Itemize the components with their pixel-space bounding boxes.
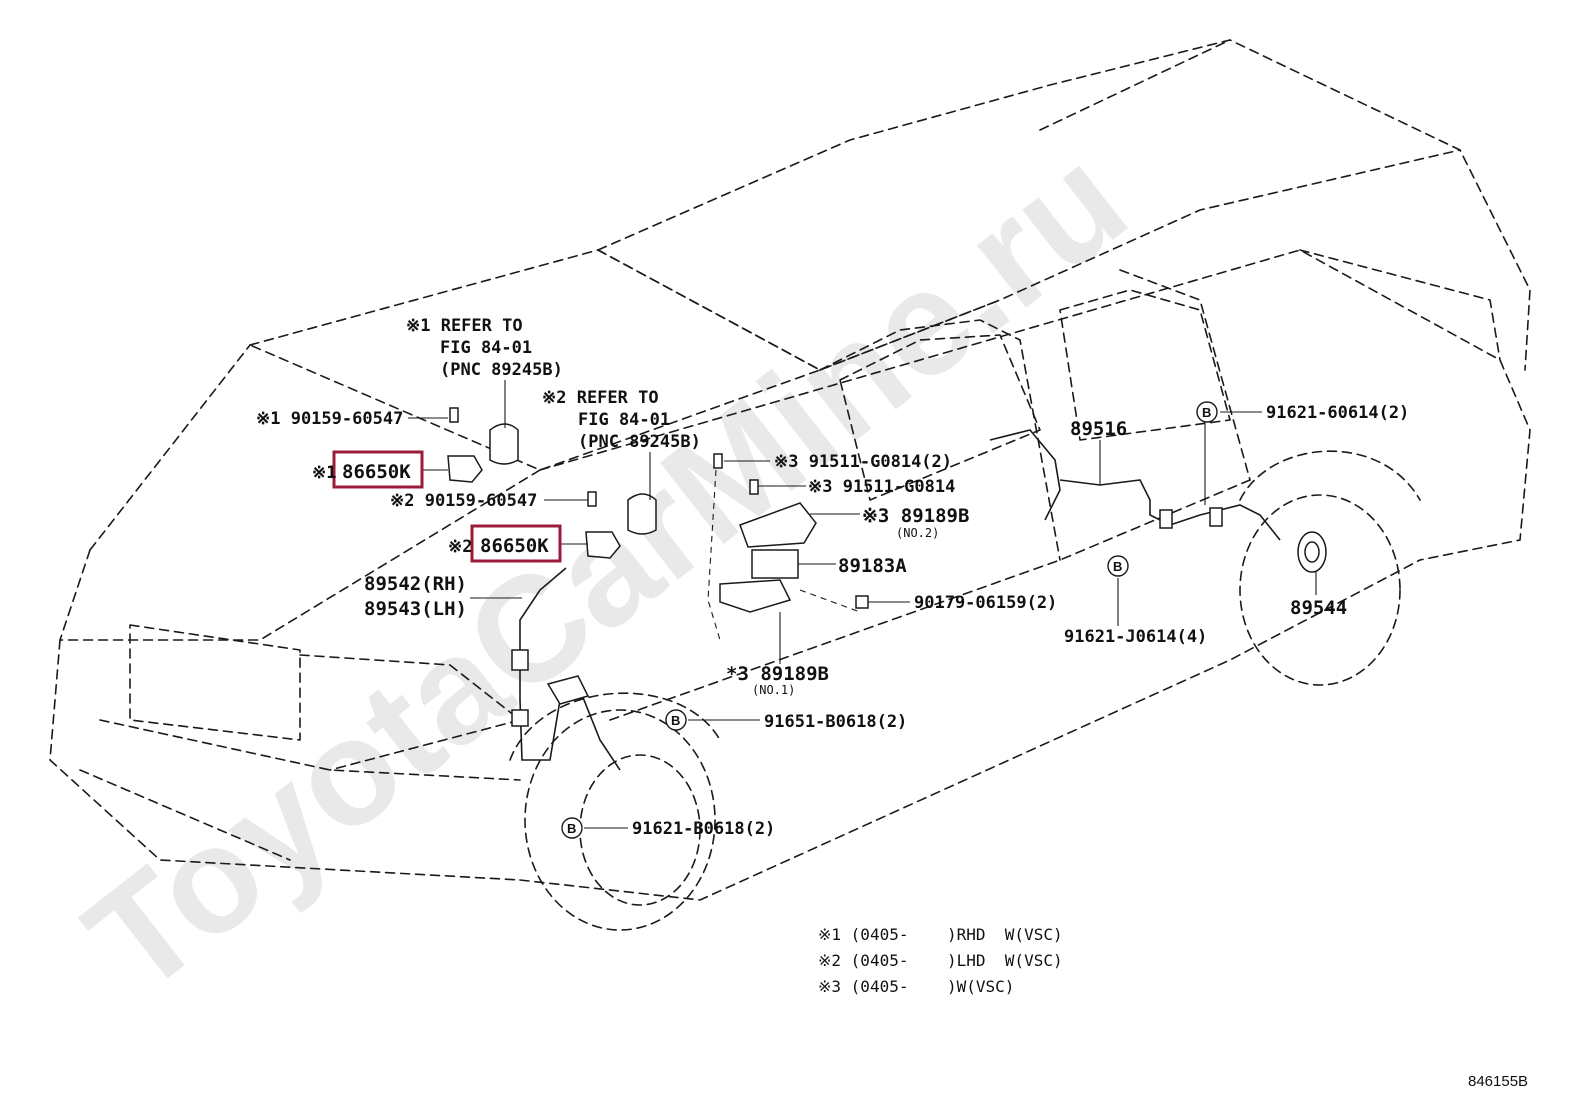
label-sensor-rh: 89542(RH) <box>364 573 467 595</box>
bolt-2-icon <box>587 491 597 507</box>
label-bolt-3b: ※3 91511-G0814 <box>808 477 955 497</box>
bolt-1-icon <box>449 407 459 423</box>
label-rear-rotor: 89544 <box>1290 597 1347 619</box>
label-rear-bolt-mid: 91621-J0614(4) <box>1064 627 1207 647</box>
label-sensor-lh: 89543(LH) <box>364 598 467 620</box>
label-bracket-no1: *3 89189B <box>726 663 829 685</box>
car-outline <box>49 39 1531 931</box>
front-sensor-head-icon <box>546 675 590 705</box>
refer-note-1-line2: FIG 84-01 <box>440 338 532 358</box>
footnotes: ※1 (0405- )RHD W(VSC) ※2 (0405- )LHD W(V… <box>818 925 1063 996</box>
rear-sensor-clip-icon <box>1209 507 1223 527</box>
front-sensor-clip-icon <box>511 709 529 727</box>
bolt-3b-icon <box>749 479 759 495</box>
bracket-89189b-no2-icon <box>739 502 817 548</box>
label-rear-sensor: 89516 <box>1070 418 1127 440</box>
front-sensor-clip-icon <box>511 649 529 671</box>
label-bolt-3a: ※3 91511-G0814(2) <box>774 452 952 472</box>
svg-text:B: B <box>671 713 680 728</box>
bolt-3a-icon <box>713 453 723 469</box>
bolt-marker-front-a: B <box>665 709 687 731</box>
footnote-3: ※3 (0405- )W(VSC) <box>818 977 1014 996</box>
bracket-89189b-no1-icon <box>719 579 792 613</box>
bolt-marker-front-b: B <box>561 817 583 839</box>
parts <box>447 407 1327 771</box>
front-sensor-wire <box>519 567 621 771</box>
label-bracket-no2-sub: (NO.2) <box>896 526 939 540</box>
rear-sensor-clip-icon <box>1159 509 1173 529</box>
svg-text:B: B <box>1113 559 1122 574</box>
horn-2-icon <box>627 493 657 535</box>
label-part-1-mark: ※1 <box>312 463 336 483</box>
label-part-2-mark: ※2 <box>448 537 472 557</box>
ecu-89183a-icon <box>751 549 799 579</box>
figure-code: 846155B <box>1468 1073 1528 1090</box>
label-bolt-1: ※1 90159-60547 <box>256 409 403 429</box>
bolt-marker-rear-top: B <box>1196 401 1218 423</box>
refer-note-2-line1: ※2 REFER TO <box>542 388 659 408</box>
label-front-bolt-a: 91651-B0618(2) <box>764 712 907 732</box>
leader-lines <box>408 380 1317 829</box>
label-part-86650k-2: 86650K <box>480 535 549 557</box>
bracket-86650k-2-icon <box>585 531 621 559</box>
bolt-marker-rear-mid: B <box>1107 555 1129 577</box>
label-nut: 90179-06159(2) <box>914 593 1057 613</box>
highlight-86650k-2 <box>470 524 562 563</box>
refer-note-1-line3: (PNC 89245B) <box>440 360 563 380</box>
horn-1-icon <box>489 423 519 465</box>
svg-text:B: B <box>567 821 576 836</box>
rear-rotor-inner <box>1304 541 1320 563</box>
label-rear-bolt-top: 91621-60614(2) <box>1266 403 1409 423</box>
label-part-86650k-1: 86650K <box>342 461 411 483</box>
label-front-bolt-b: 91621-B0618(2) <box>632 819 775 839</box>
label-bracket-no1-sub: (NO.1) <box>752 683 795 697</box>
refer-note-1-line1: ※1 REFER TO <box>406 316 523 336</box>
bracket-86650k-1-icon <box>447 455 483 483</box>
label-ecu: 89183A <box>838 555 907 577</box>
refer-note-2-line3: (PNC 89245B) <box>578 432 701 452</box>
footnote-1: ※1 (0405- )RHD W(VSC) <box>818 925 1063 944</box>
footnote-2: ※2 (0405- )LHD W(VSC) <box>818 951 1063 970</box>
highlight-86650k-1 <box>332 450 424 489</box>
label-bolt-2: ※2 90159-60547 <box>390 491 537 511</box>
refer-note-2-line2: FIG 84-01 <box>578 410 670 430</box>
watermark: ToyotaCarMine.ru <box>56 115 1155 1026</box>
part-labels: ※1 REFER TO FIG 84-01 (PNC 89245B) ※2 RE… <box>256 316 1409 839</box>
svg-text:B: B <box>1202 405 1211 420</box>
label-bracket-no2: ※3 89189B <box>862 505 969 527</box>
nut-icon <box>855 595 869 609</box>
